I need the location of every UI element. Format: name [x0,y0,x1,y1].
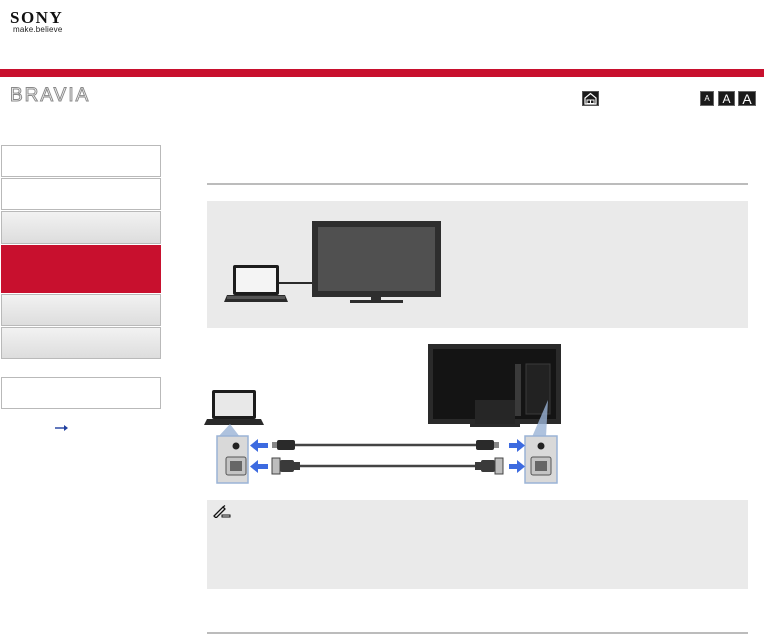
sidebar-item-5[interactable] [1,294,161,326]
content-divider-top [207,183,748,185]
sidebar-item-1[interactable] [1,145,161,177]
sidebar-item-6[interactable] [1,327,161,359]
font-size-medium-button[interactable]: A [718,91,735,106]
vga-connector-icon [271,457,504,475]
laptop-icon [224,265,288,302]
font-size-large-button[interactable]: A [738,91,756,106]
connection-diagram [204,344,561,484]
header-red-bar [0,69,764,77]
right-arrow-icon [509,439,525,473]
sidebar-item-7[interactable] [1,377,161,409]
connection-overview-panel [207,201,748,328]
pencil-note-icon [213,505,231,518]
tv-icon [312,221,441,303]
sidebar-item-3[interactable] [1,211,161,244]
sidebar-item-2[interactable] [1,178,161,210]
sidebar-item-active[interactable] [1,245,161,293]
right-arrow-icon[interactable] [55,424,69,432]
home-button[interactable] [582,91,599,106]
laptop-icon [204,390,264,425]
bravia-logo: BRAVIA [9,85,91,107]
note-panel [207,500,748,589]
left-arrow-icon [250,439,268,473]
font-size-small-button[interactable]: A [700,91,714,106]
tv-back-icon [428,344,561,427]
brand-tagline: make.believe [13,25,63,34]
content-divider-bottom [207,632,748,634]
audio-plug-icon [272,440,499,450]
pc-port-panel [216,435,249,484]
sony-logo: SONY [10,8,64,27]
home-icon [584,92,597,105]
tv-port-panel [524,435,558,484]
